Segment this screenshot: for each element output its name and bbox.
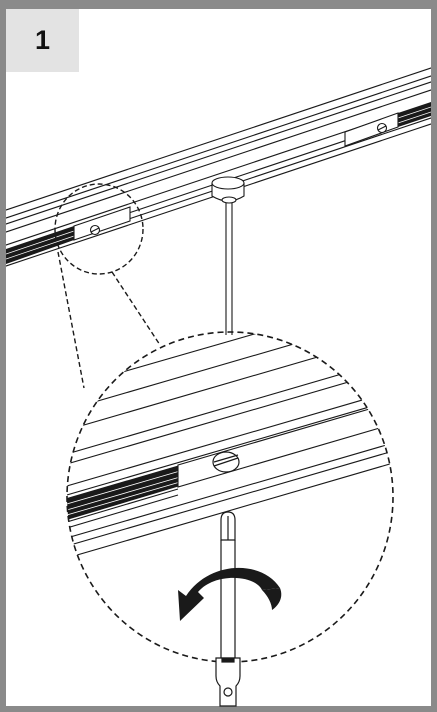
step-number: 1 [34, 25, 51, 55]
counterclockwise-arrow-icon [178, 567, 282, 621]
track-rail-icon [6, 67, 431, 267]
step-number-badge: 1 [6, 9, 79, 72]
rail-mount-screw-icon [89, 122, 388, 236]
detail-marker-icon [54, 183, 144, 275]
ceiling-canopy-icon [211, 176, 245, 204]
magnified-screw-icon [212, 451, 240, 473]
flathead-screwdriver-icon [215, 511, 241, 707]
magnified-detail-circle-icon [66, 331, 394, 663]
magnified-rail-detail [67, 332, 393, 662]
suspension-rod-icon [225, 203, 233, 335]
